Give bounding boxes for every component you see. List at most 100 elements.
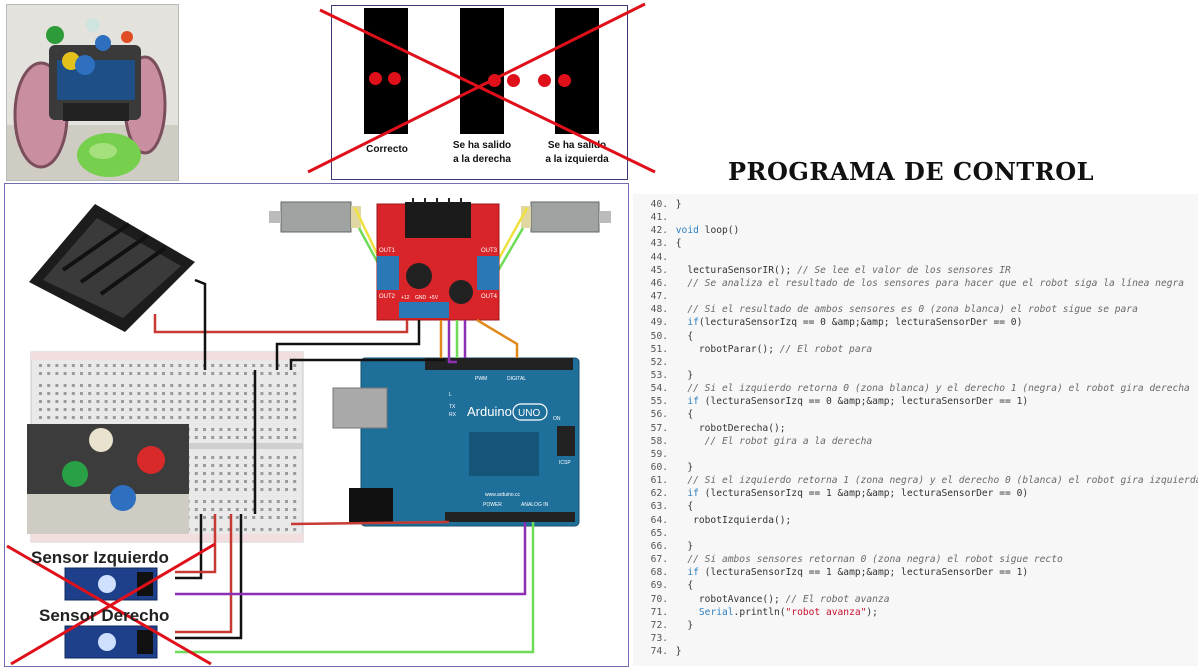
breadboard-hole bbox=[219, 488, 223, 491]
breadboard-hole bbox=[235, 500, 239, 503]
breadboard-hole bbox=[55, 364, 59, 367]
breadboard-hole bbox=[211, 416, 215, 419]
breadboard-hole bbox=[104, 400, 108, 403]
digital-label: DIGITAL bbox=[507, 376, 526, 382]
code-text: { bbox=[670, 330, 694, 342]
breadboard-hole bbox=[276, 488, 280, 491]
breadboard-hole bbox=[211, 508, 215, 511]
breadboard-hole bbox=[71, 408, 75, 411]
breadboard-hole bbox=[96, 408, 100, 411]
code-text: // Si ambos sensores retornan 0 (zona ne… bbox=[687, 554, 1063, 566]
breadboard-hole bbox=[178, 408, 182, 411]
breadboard-hole bbox=[39, 364, 42, 367]
code-text bbox=[670, 633, 676, 644]
breadboard-hole bbox=[178, 392, 182, 395]
breadboard-hole bbox=[235, 400, 239, 403]
breadboard-hole bbox=[235, 528, 239, 531]
breadboard-hole bbox=[285, 428, 288, 431]
breadboard-hole bbox=[194, 364, 198, 367]
breadboard-hole bbox=[268, 516, 272, 519]
breadboard-hole bbox=[203, 436, 206, 439]
breadboard-hole bbox=[203, 488, 206, 491]
breadboard-hole bbox=[219, 516, 223, 519]
breadboard-hole bbox=[293, 480, 297, 483]
breadboard-hole bbox=[211, 436, 215, 439]
caption-izquierda: Se ha salido a la izquierda bbox=[530, 139, 624, 167]
line-number: 47. bbox=[650, 291, 668, 303]
breadboard-hole bbox=[170, 416, 174, 419]
rx-label: RX bbox=[449, 412, 457, 418]
breadboard-hole bbox=[145, 384, 149, 387]
caption-line: Se ha salido bbox=[452, 140, 512, 151]
breadboard-hole bbox=[194, 480, 198, 483]
breadboard-hole bbox=[47, 364, 51, 367]
breadboard-hole bbox=[252, 500, 256, 503]
breadboard-hole bbox=[178, 384, 182, 387]
breadboard-hole bbox=[244, 372, 247, 375]
breadboard-hole bbox=[170, 364, 174, 367]
breadboard-hole bbox=[47, 408, 51, 411]
breadboard-hole bbox=[244, 528, 247, 531]
breadboard-hole bbox=[121, 408, 124, 411]
code-line: 45. lecturaSensorIR(); // Se lee el valo… bbox=[633, 264, 1011, 277]
breadboard-hole bbox=[162, 364, 165, 367]
breadboard-hole bbox=[137, 400, 141, 403]
breadboard-hole bbox=[88, 364, 92, 367]
breadboard-hole bbox=[211, 472, 215, 475]
breadboard-hole bbox=[260, 480, 264, 483]
line-number: 43. bbox=[650, 238, 668, 250]
l-label: L bbox=[449, 392, 452, 398]
breadboard-hole bbox=[252, 372, 256, 375]
breadboard-hole bbox=[244, 436, 247, 439]
breadboard-hole bbox=[276, 456, 280, 459]
breadboard-hole bbox=[211, 364, 215, 367]
breadboard-hole bbox=[219, 480, 223, 483]
code-line: 72. } bbox=[633, 619, 693, 632]
breadboard-hole bbox=[104, 364, 108, 367]
uno-label: UNO bbox=[518, 408, 540, 419]
breadboard-hole bbox=[276, 416, 280, 419]
breadboard-hole bbox=[252, 392, 256, 395]
breadboard-hole bbox=[211, 464, 215, 467]
breadboard-hole bbox=[211, 428, 215, 431]
code-line: 41. bbox=[633, 211, 676, 224]
code-line: 55. if (lecturaSensorIzq == 0 &amp;&amp;… bbox=[633, 395, 1028, 408]
breadboard-hole bbox=[260, 392, 264, 395]
breadboard-hole bbox=[244, 400, 247, 403]
breadboard-hole bbox=[244, 392, 247, 395]
breadboard-hole bbox=[203, 428, 206, 431]
breadboard-hole bbox=[268, 408, 272, 411]
driver-pin-gnd: GND bbox=[415, 295, 427, 301]
line-number: 51. bbox=[650, 343, 668, 355]
robot-photo-illustration bbox=[7, 5, 178, 180]
breadboard-hole bbox=[227, 372, 231, 375]
breadboard-hole bbox=[211, 392, 215, 395]
on-label: ON bbox=[553, 416, 561, 422]
breadboard-hole bbox=[104, 392, 108, 395]
breadboard-hole bbox=[96, 364, 100, 367]
driver-out2-label: OUT2 bbox=[379, 294, 396, 300]
breadboard-hole bbox=[211, 516, 215, 519]
breadboard-hole bbox=[194, 528, 198, 531]
code-text: Serial.println("robot avanza"); bbox=[698, 606, 878, 618]
breadboard-hole bbox=[227, 472, 231, 475]
breadboard-hole bbox=[88, 372, 92, 375]
breadboard-hole bbox=[235, 456, 239, 459]
breadboard-hole bbox=[227, 456, 231, 459]
breadboard-hole bbox=[293, 428, 297, 431]
breadboard-hole bbox=[219, 384, 223, 387]
sensor-dot bbox=[538, 74, 551, 87]
line-number: 70. bbox=[650, 593, 668, 605]
code-text: } bbox=[670, 462, 694, 473]
line-number: 42. bbox=[650, 225, 668, 237]
breadboard-hole bbox=[80, 416, 83, 419]
breadboard-hole bbox=[47, 392, 51, 395]
breadboard-hole bbox=[227, 508, 231, 511]
breadboard-hole bbox=[162, 392, 165, 395]
breadboard-hole bbox=[96, 400, 100, 403]
breadboard-hole bbox=[252, 456, 256, 459]
breadboard-hole bbox=[203, 528, 206, 531]
breadboard-hole bbox=[104, 384, 108, 387]
breadboard-hole bbox=[219, 436, 223, 439]
breadboard-hole bbox=[268, 436, 272, 439]
